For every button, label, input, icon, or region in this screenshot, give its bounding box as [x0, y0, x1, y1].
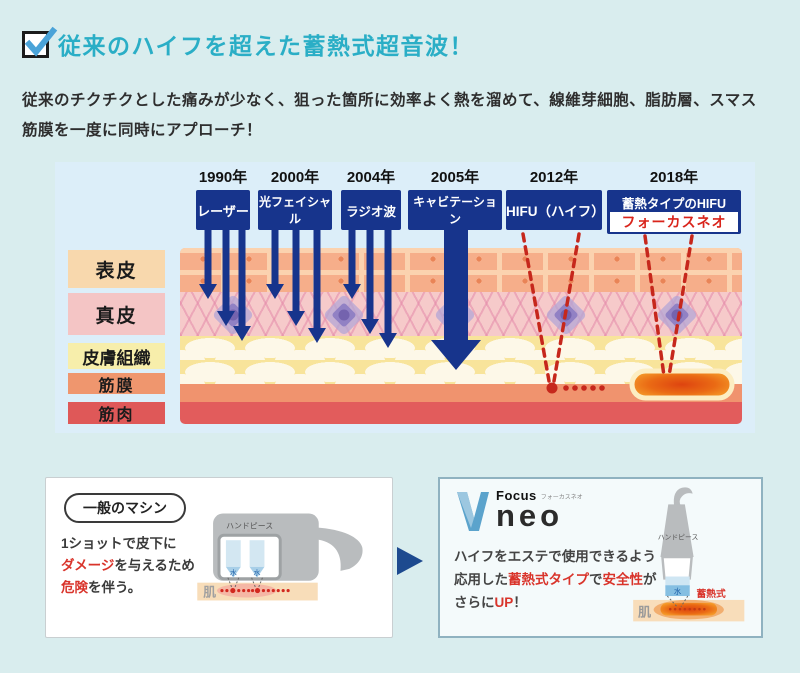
treatment-hifu: HIFU（ハイフ） — [506, 190, 605, 230]
treatment-storage-hifu: 蓄熱タイプのHIFU フォーカスネオ — [607, 190, 741, 234]
gm-line-3-rest: を伴う。 — [88, 580, 142, 595]
gm-water-label-2: 水 — [254, 568, 261, 577]
treatment-photo-facial: 光フェイシャル — [258, 190, 332, 230]
epidermis-band — [180, 248, 742, 292]
fn-line-3: さらにUP！ — [454, 591, 657, 614]
fn-line-2a: 応用した — [454, 572, 508, 587]
gm-water-label-1: 水 — [230, 568, 237, 577]
gm-skin-label: 肌 — [203, 585, 216, 600]
fn-line-2: 応用した蓄熱式タイプで安全性が — [454, 568, 657, 591]
fat-band — [180, 336, 742, 384]
fn-line-3b: ！ — [513, 595, 527, 610]
year-2005: 2005年 — [430, 168, 480, 186]
gm-line-2: ダメージを与えるため — [61, 555, 195, 577]
fn-line-3-red: UP — [494, 595, 514, 610]
fn-line-2c: が — [643, 572, 657, 587]
year-2004: 2004年 — [346, 168, 396, 186]
treatment-storage-hifu-sub: フォーカスネオ — [610, 212, 738, 232]
focus-neo-text: ハイフをエステで使用できるよう 応用した蓄熱式タイプで安全性が さらにUP！ — [454, 545, 657, 614]
layer-label-epidermis: 表皮 — [68, 250, 165, 288]
right-triangle-arrow-icon — [397, 547, 423, 575]
checkmark-icon — [24, 26, 58, 57]
header: 従来のハイフを超えた蓄熱式超音波！ — [22, 26, 475, 61]
gm-line-3-red: 危険 — [61, 580, 88, 595]
general-handpiece-illustration: ハンドピース 水 水 肌 — [197, 513, 363, 601]
layer-label-fascia: 筋膜 — [68, 373, 165, 395]
layer-label-muscle: 筋肉 — [68, 402, 165, 424]
fascia-band — [180, 384, 742, 402]
neo-handpiece-illustration: ハンドピース 水 蓄熱式 肌 — [633, 487, 745, 622]
logo-neo-label: neo — [496, 498, 564, 533]
year-1990: 1990年 — [198, 168, 248, 186]
page-title: 従来のハイフを超えた蓄熱式超音波！ — [58, 33, 475, 59]
intro-line-2: 筋膜を一度に同時にアプローチ！ — [22, 122, 263, 139]
fn-storage-label: 蓄熱式 — [697, 587, 726, 600]
gm-line-1: 1ショットで皮下に — [61, 536, 177, 551]
intro-line-1: 従来のチクチクとした痛みが少なく、狙った箇所に効率よく熱を溜めて、線維芽細胞、脂… — [22, 92, 757, 109]
year-2000: 2000年 — [270, 168, 320, 186]
muscle-band — [180, 402, 742, 424]
gm-handpiece-label: ハンドピース — [226, 521, 273, 530]
year-2018: 2018年 — [649, 168, 699, 186]
skin-cross-section — [180, 248, 742, 424]
skin-diagram-panel: 表皮 真皮 皮膚組織 筋膜 筋肉 1990年 2000年 2004年 2005年… — [55, 162, 755, 433]
focus-neo-box: Focus フォーカスネオ neo ハイフをエステで使用できるよう 応用した蓄熱… — [438, 477, 763, 638]
fn-line-3a: さらに — [454, 595, 495, 610]
treatment-laser: レーザー — [196, 190, 250, 230]
gm-line-3: 危険を伴う。 — [61, 577, 195, 599]
fn-line-2-red1: 蓄熱式タイプ — [508, 572, 589, 587]
fn-line-2-red2: 安全性 — [602, 572, 644, 587]
v-logo-icon — [457, 492, 489, 531]
layer-label-dermis: 真皮 — [68, 293, 165, 335]
general-machine-box: 一般のマシン 1ショットで皮下に ダメージを与えるため 危険を伴う。 — [45, 477, 393, 638]
layer-label-skin-tissue: 皮膚組織 — [68, 343, 165, 369]
gm-line-2-rest: を与えるため — [114, 558, 195, 573]
intro-paragraph: 従来のチクチクとした痛みが少なく、狙った箇所に効率よく熱を溜めて、線維芽細胞、脂… — [22, 86, 787, 146]
fn-water-label: 水 — [674, 587, 682, 596]
logo-furigana: フォーカスネオ — [540, 495, 583, 501]
focus-neo-logo: Focus フォーカスネオ neo — [454, 488, 583, 534]
dermis-band — [180, 292, 742, 336]
treatment-radio-wave: ラジオ波 — [341, 190, 401, 230]
checkbox-icon — [22, 26, 58, 58]
general-machine-badge: 一般のマシン — [64, 493, 186, 523]
gm-line-2-red: ダメージ — [61, 558, 115, 573]
fn-skin-label: 肌 — [638, 604, 651, 619]
logo-text: Focus フォーカスネオ neo — [496, 488, 583, 533]
fn-handpiece-label: ハンドピース — [658, 533, 699, 541]
fn-line-1: ハイフをエステで使用できるよう — [454, 549, 656, 564]
treatment-storage-hifu-name: 蓄熱タイプのHIFU — [621, 196, 727, 211]
fn-line-2b: で — [589, 572, 603, 587]
year-2012: 2012年 — [529, 168, 579, 186]
general-machine-text: 1ショットで皮下に ダメージを与えるため 危険を伴う。 — [61, 533, 195, 599]
treatment-cavitation: キャビテーション — [408, 190, 502, 230]
logo-focus-label: Focus — [496, 488, 537, 503]
